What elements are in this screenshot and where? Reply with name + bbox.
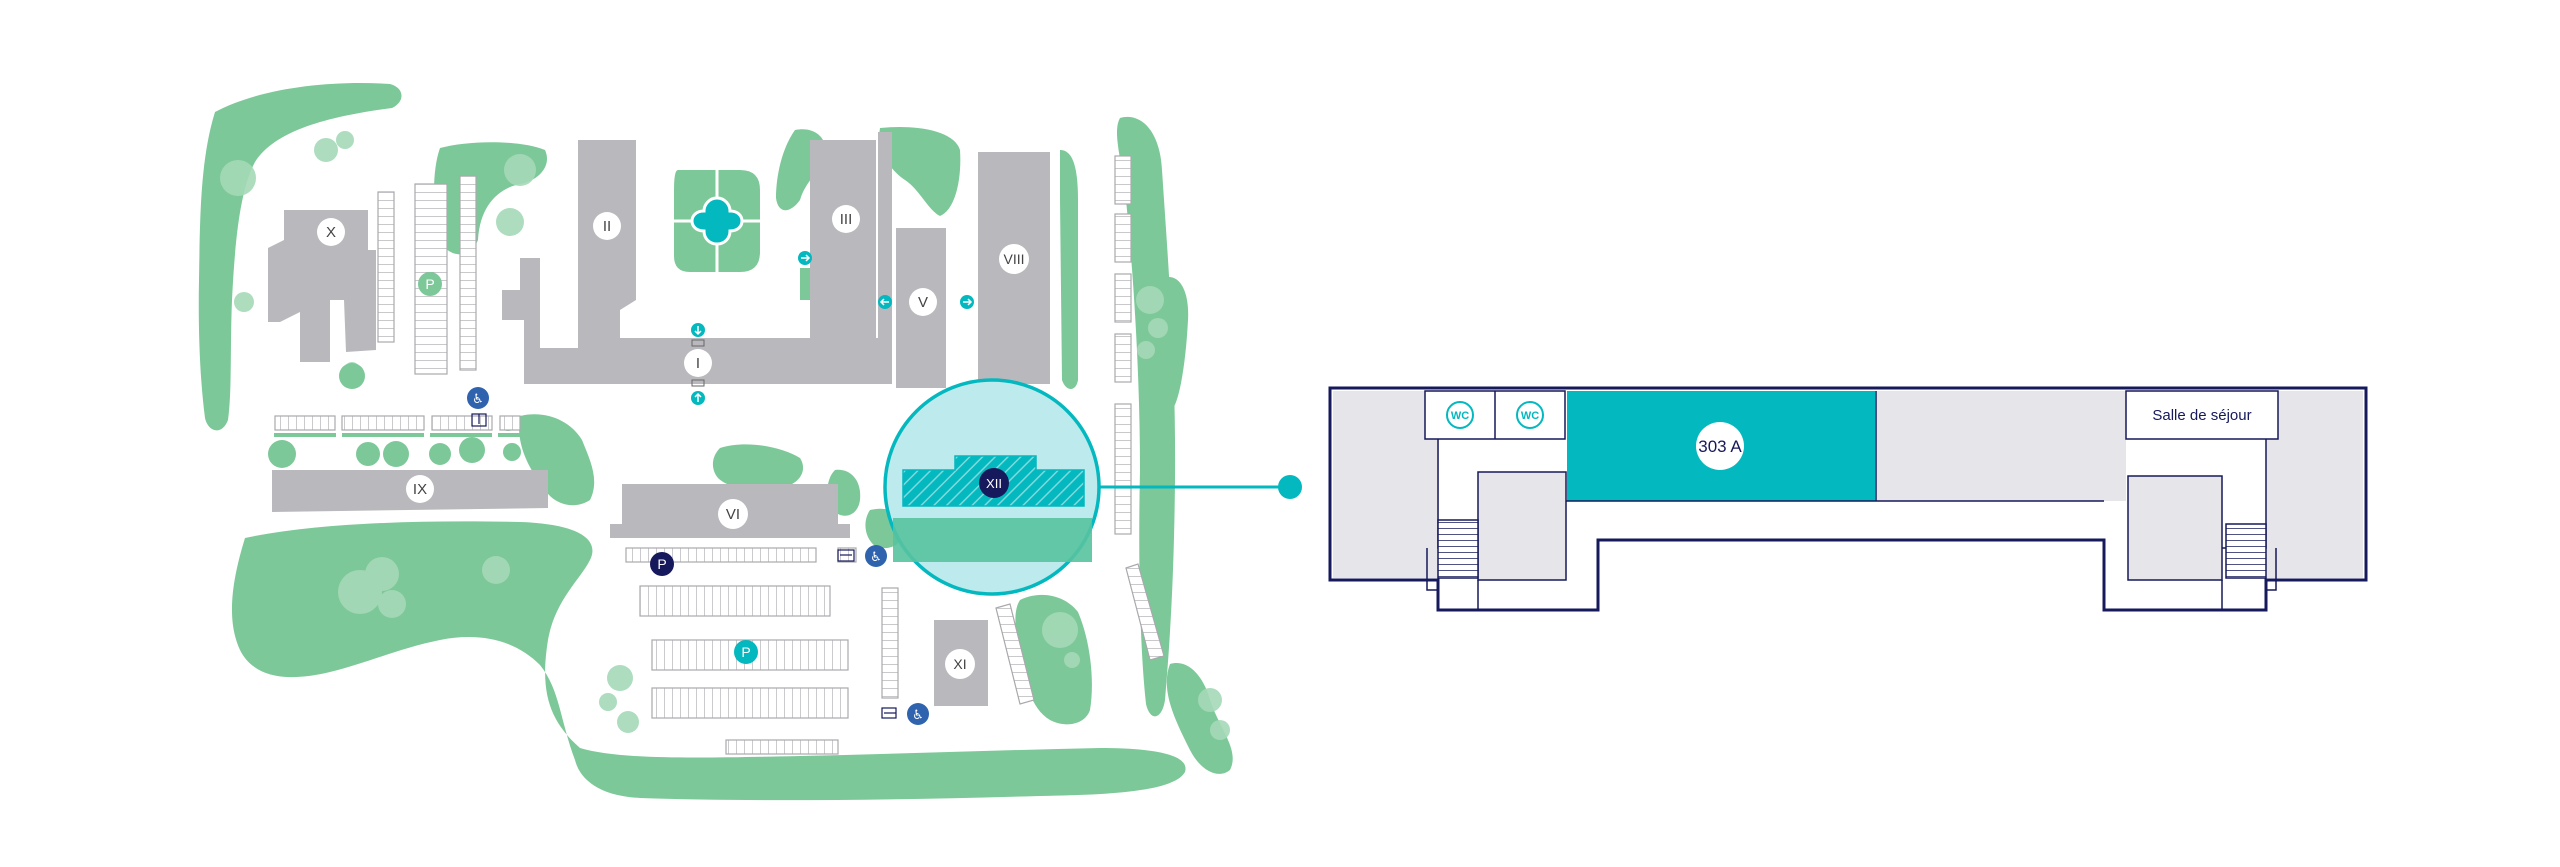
building-label-i[interactable]: I	[684, 349, 712, 377]
arrow-entrance-icon[interactable]	[691, 391, 705, 405]
svg-text:♿: ♿	[472, 391, 484, 406]
building-label-xi[interactable]: XI	[945, 649, 975, 679]
svg-text:P: P	[657, 556, 666, 572]
wc-icon[interactable]: WC	[1516, 401, 1544, 429]
floor-plan: 303 A WC WC Salle de séjour	[1328, 386, 2368, 612]
svg-text:♿: ♿	[870, 549, 882, 564]
svg-text:P: P	[741, 644, 750, 660]
arrow-entrance-icon[interactable]	[960, 295, 974, 309]
wheelchair-icon[interactable]: ♿	[467, 387, 489, 409]
svg-text:♿: ♿	[912, 707, 924, 722]
building-xii-highlight	[883, 378, 1302, 596]
arrow-entrance-icon[interactable]	[798, 251, 812, 265]
svg-text:I: I	[696, 355, 700, 372]
entrance-arrows	[691, 251, 974, 405]
svg-text:III: III	[840, 211, 853, 228]
wheelchair-icon[interactable]: ♿	[865, 545, 887, 567]
building-label-viii[interactable]: VIII	[999, 244, 1029, 274]
building-labels: X II III V VIII I IX VI XI XII	[317, 205, 1029, 679]
svg-text:II: II	[603, 218, 611, 235]
green-spaces	[198, 83, 1233, 801]
svg-text:303 A: 303 A	[1698, 437, 1742, 456]
arrow-entrance-icon[interactable]	[691, 323, 705, 337]
wc-icon[interactable]: WC	[1446, 401, 1474, 429]
building-label-v[interactable]: V	[909, 288, 937, 316]
building-label-x[interactable]: X	[317, 218, 345, 246]
building-label-xii[interactable]: XII	[979, 468, 1009, 498]
svg-text:VIII: VIII	[1003, 251, 1024, 267]
svg-text:WC: WC	[1451, 410, 1469, 422]
arrow-entrance-icon[interactable]	[878, 295, 892, 309]
parking-icon-navy[interactable]: P	[650, 552, 674, 576]
accessible-path-icon	[471, 413, 897, 719]
parking-icon-green[interactable]: P	[418, 272, 442, 296]
building-label-ix[interactable]: IX	[406, 475, 434, 503]
svg-text:X: X	[326, 224, 336, 241]
courtyard-garden	[674, 170, 760, 272]
wheelchair-icon[interactable]: ♿	[907, 703, 929, 725]
parking-icon-teal[interactable]: P	[734, 640, 758, 664]
parking-icons: P P P	[418, 272, 758, 664]
svg-text:XI: XI	[953, 656, 966, 672]
building-label-vi[interactable]: VI	[718, 499, 748, 529]
building-label-iii[interactable]: III	[832, 205, 860, 233]
wheelchair-icons: ♿ ♿ ♿	[467, 387, 929, 725]
svg-text:V: V	[918, 294, 928, 311]
parking-stalls	[274, 155, 1165, 755]
svg-text:VI: VI	[726, 506, 740, 523]
svg-text:P: P	[425, 276, 434, 292]
svg-text:WC: WC	[1521, 410, 1539, 422]
room-303a-label[interactable]: 303 A	[1696, 422, 1744, 470]
svg-text:IX: IX	[413, 481, 427, 498]
tree-canopy	[220, 131, 1230, 740]
svg-text:XII: XII	[986, 476, 1002, 491]
lounge-label[interactable]: Salle de séjour	[2152, 407, 2251, 424]
building-label-ii[interactable]: II	[593, 212, 621, 240]
